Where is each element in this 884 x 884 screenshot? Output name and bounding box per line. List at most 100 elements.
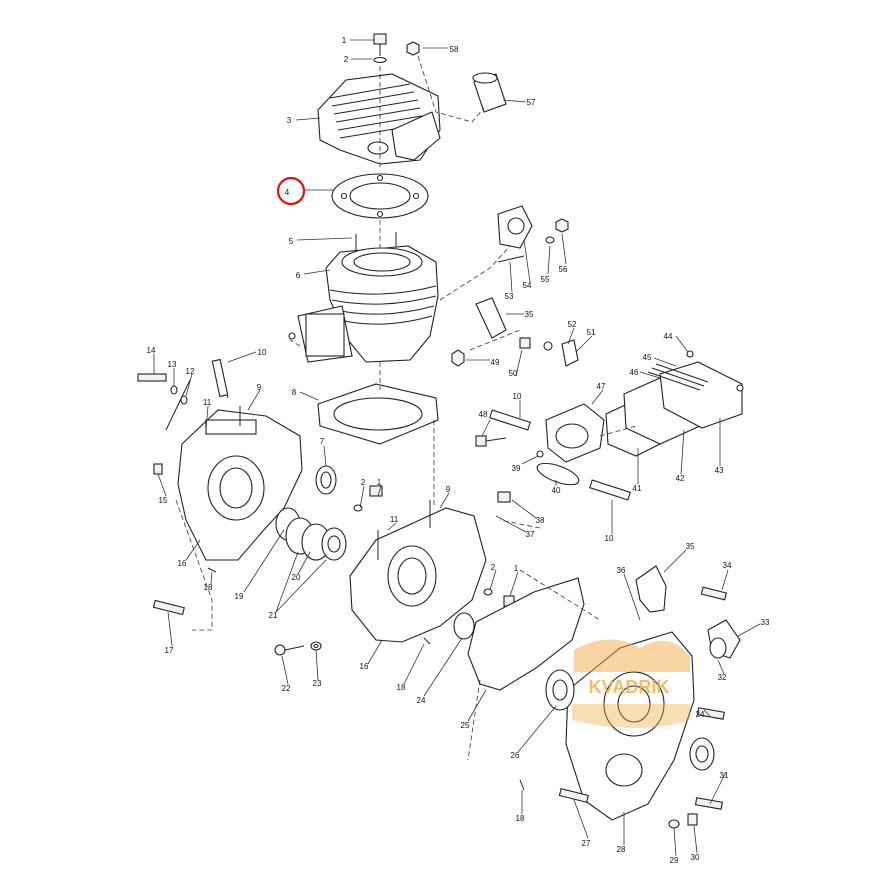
callout-44: 44 [664,332,673,341]
callout-13: 13 [168,360,177,369]
nut-58 [406,41,420,56]
callout-26: 26 [511,751,520,760]
callout-37: 37 [526,530,535,539]
callout-2: 2 [491,563,496,572]
callout-45: 45 [643,353,652,362]
crankcase-cover-group [207,565,741,829]
callout-1: 1 [514,564,519,573]
highlight-circle [276,176,306,206]
washer-13 [170,385,178,395]
reed-stopper-10-mid [489,409,531,431]
callout-27: 27 [582,839,591,848]
callout-43: 43 [715,466,724,475]
callout-33: 33 [761,618,770,627]
callout-32: 32 [718,673,727,682]
callout-18: 18 [204,583,213,592]
head-bolt-1 [373,33,387,45]
stud-11 [165,379,191,431]
washer-52 [543,341,553,351]
washer-29 [668,819,680,829]
callout-50: 50 [509,369,518,378]
callout-2: 2 [344,55,349,64]
bolt-50 [519,337,531,349]
bearings-19-21 [275,507,347,561]
callout-9: 9 [446,485,451,494]
plug-30 [687,813,698,826]
callout-54: 54 [523,281,532,290]
fitting-35 [475,297,507,339]
bolt-17 [152,599,185,616]
callout-10: 10 [258,348,267,357]
washer-12 [180,395,188,405]
bolt-38 [497,491,511,503]
callout-16: 16 [360,662,369,671]
screw-22 [274,644,286,656]
callout-46: 46 [630,368,639,377]
callout-11: 11 [203,398,212,407]
callout-36: 36 [617,566,626,575]
bolt-31 [694,797,723,810]
callout-15: 15 [159,496,168,505]
callout-35: 35 [525,310,534,319]
reed-cage-43 [659,361,743,429]
callout-8: 8 [292,388,297,397]
callout-29: 29 [670,856,679,865]
oil-seal-24 [453,612,475,640]
callout-24: 24 [417,696,426,705]
dowel-18-left [207,567,217,573]
callout-16: 16 [178,559,187,568]
callout-1: 1 [342,36,347,45]
washer-2-lower [353,504,363,512]
bolt-48 [475,435,487,447]
callout-58: 58 [450,45,459,54]
cylinder-head-assembly [317,33,507,219]
callout-10: 10 [605,534,614,543]
cylinder-assembly [288,232,507,367]
washer-2 [373,56,387,64]
callout-24: 24 [696,710,705,719]
leader-lines [153,39,761,857]
crankcase-right [349,500,515,643]
callout-34: 34 [723,561,732,570]
washer-55 [545,236,555,244]
crankcase-left [137,358,303,561]
nut-56 [555,218,569,233]
assembly-lines [175,55,637,761]
callout-41: 41 [633,484,642,493]
callout-5: 5 [289,237,294,246]
callout-12: 12 [186,367,195,376]
callout-9: 9 [257,383,262,392]
callout-1: 1 [377,478,382,487]
callout-39: 39 [512,464,521,473]
callout-22: 22 [282,684,291,693]
callout-48: 48 [479,410,488,419]
callout-10: 10 [513,392,522,401]
callout-49: 49 [491,358,500,367]
watermark-logo: KVADRIK [572,639,690,728]
screw-44 [686,350,694,358]
plug-15 [153,463,163,475]
watermark-text: KVADRIK [589,677,670,697]
callout-42: 42 [676,474,685,483]
bolt-27 [558,788,589,803]
callout-31: 31 [720,771,729,780]
callout-47: 47 [597,382,606,391]
callout-30: 30 [691,853,700,862]
fitting-51 [561,339,579,367]
callout-51: 51 [587,328,596,337]
stud-53 [497,255,525,263]
callout-17: 17 [165,646,174,655]
callout-21: 21 [269,611,278,620]
callout-7: 7 [320,437,325,446]
callout-38: 38 [536,516,545,525]
callout-23: 23 [313,679,322,688]
cover-gasket-25 [467,577,585,691]
callout-20: 20 [292,573,301,582]
callout-28: 28 [617,845,626,854]
callout-57: 57 [527,98,536,107]
clamp-40 [536,462,580,486]
callout-40: 40 [552,486,561,495]
callout-4: 4 [285,188,290,197]
callout-52: 52 [568,320,577,329]
